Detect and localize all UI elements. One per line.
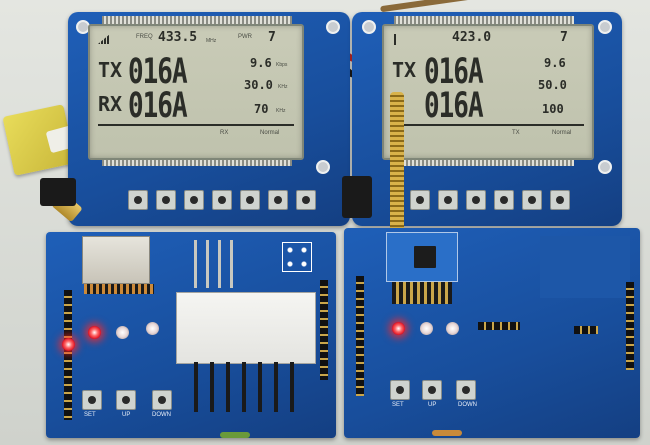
- oled-module: [176, 292, 316, 364]
- freq-value: 433.5: [158, 30, 198, 45]
- up-button-label: UP: [122, 412, 131, 418]
- status-led: [420, 322, 433, 335]
- antenna-area: [540, 236, 630, 298]
- rx-tag: RX: [220, 130, 229, 136]
- pwr-value: 7: [268, 30, 276, 45]
- right-lcd-screen: 423.0 7 TX 016A 9.6 50.0 016A 100 TX Nor…: [382, 24, 594, 160]
- mount-hole: [598, 20, 612, 34]
- pin-row: [194, 240, 240, 288]
- board-button[interactable]: [128, 190, 148, 210]
- bw-value: 70: [254, 102, 269, 116]
- pin-header: [320, 280, 328, 380]
- mount-hole: [362, 20, 376, 34]
- board-button[interactable]: [212, 190, 232, 210]
- pin-header: [64, 290, 72, 420]
- board-button[interactable]: [296, 190, 316, 210]
- freq-label: FREQ: [136, 34, 153, 40]
- bottom-wire: [220, 432, 250, 438]
- set-button[interactable]: [390, 380, 410, 400]
- board-button[interactable]: [438, 190, 458, 210]
- tx-code: 016A: [128, 52, 188, 93]
- bw-value: 100: [542, 102, 564, 116]
- lcd-pins-top: [102, 16, 292, 24]
- mount-hole: [598, 160, 612, 174]
- set-button-label: SET: [84, 412, 96, 418]
- status-led: [446, 322, 459, 335]
- board-button[interactable]: [268, 190, 288, 210]
- dr-unit: Kbps: [276, 62, 288, 68]
- up-button[interactable]: [116, 390, 136, 410]
- antenna-icon: [394, 34, 406, 45]
- pwr-value: 7: [560, 30, 568, 45]
- down-button-label: DOWN: [152, 412, 171, 418]
- up-button[interactable]: [422, 380, 442, 400]
- board-button[interactable]: [184, 190, 204, 210]
- rf-module: [82, 236, 150, 284]
- dr-value: 9.6: [250, 56, 272, 70]
- status-led-red: [62, 338, 75, 351]
- tx-label: TX: [392, 58, 417, 82]
- status-led: [116, 326, 129, 339]
- mount-hole: [316, 160, 330, 174]
- pin-header: [574, 326, 598, 334]
- board-button[interactable]: [522, 190, 542, 210]
- tx-label: TX: [98, 58, 123, 82]
- bw-unit: KHz: [276, 108, 286, 114]
- rx-code: 016A: [128, 86, 188, 127]
- freq-value: 423.0: [452, 30, 492, 45]
- board-button[interactable]: [156, 190, 176, 210]
- up-button-label: UP: [428, 402, 437, 408]
- spring-antenna: [390, 92, 404, 234]
- rx-label: RX: [98, 92, 123, 116]
- fd-unit: KHz: [278, 84, 288, 90]
- lcd-pins-bottom: [394, 158, 574, 166]
- fd-value: 50.0: [538, 78, 567, 92]
- down-button[interactable]: [456, 380, 476, 400]
- connector-grid: [282, 242, 312, 272]
- mount-hole: [326, 20, 340, 34]
- tx-tag: TX: [512, 130, 520, 136]
- status-led-red: [392, 322, 405, 335]
- dc-jack: [342, 176, 372, 218]
- lcd-pins-top: [394, 16, 574, 24]
- set-button[interactable]: [82, 390, 102, 410]
- fd-value: 30.0: [244, 78, 273, 92]
- board-button[interactable]: [410, 190, 430, 210]
- down-button[interactable]: [152, 390, 172, 410]
- gpio-pins: [194, 362, 304, 412]
- lcd-divider: [392, 124, 584, 126]
- signal-icon: [98, 34, 110, 44]
- pin-row: [392, 282, 452, 304]
- pwr-label: PWR: [238, 34, 252, 40]
- freq-unit: MHz: [206, 38, 217, 44]
- mode-label: Normal: [552, 130, 572, 136]
- rf-chip: [414, 246, 436, 268]
- lcd-pins-bottom: [102, 158, 292, 166]
- board-button[interactable]: [240, 190, 260, 210]
- down-button-label: DOWN: [458, 402, 477, 408]
- board-button[interactable]: [494, 190, 514, 210]
- top-wire: [380, 0, 470, 13]
- module-pins: [84, 284, 154, 294]
- rx-code: 016A: [424, 86, 484, 127]
- lcd-divider: [98, 124, 294, 126]
- board-button[interactable]: [550, 190, 570, 210]
- dr-value: 9.6: [544, 56, 566, 70]
- set-button-label: SET: [392, 402, 404, 408]
- bottom-wire: [432, 430, 462, 436]
- status-led-red: [88, 326, 101, 339]
- status-led: [146, 322, 159, 335]
- pin-header: [626, 282, 634, 370]
- dc-jack: [40, 178, 76, 206]
- tx-code: 016A: [424, 52, 484, 93]
- left-lcd-screen: FREQ 433.5 MHz PWR 7 TX 016A 9.6 Kbps 30…: [88, 24, 304, 160]
- board-button[interactable]: [466, 190, 486, 210]
- mode-label: Normal: [260, 130, 280, 136]
- pin-header: [356, 276, 364, 396]
- pin-header: [478, 322, 520, 330]
